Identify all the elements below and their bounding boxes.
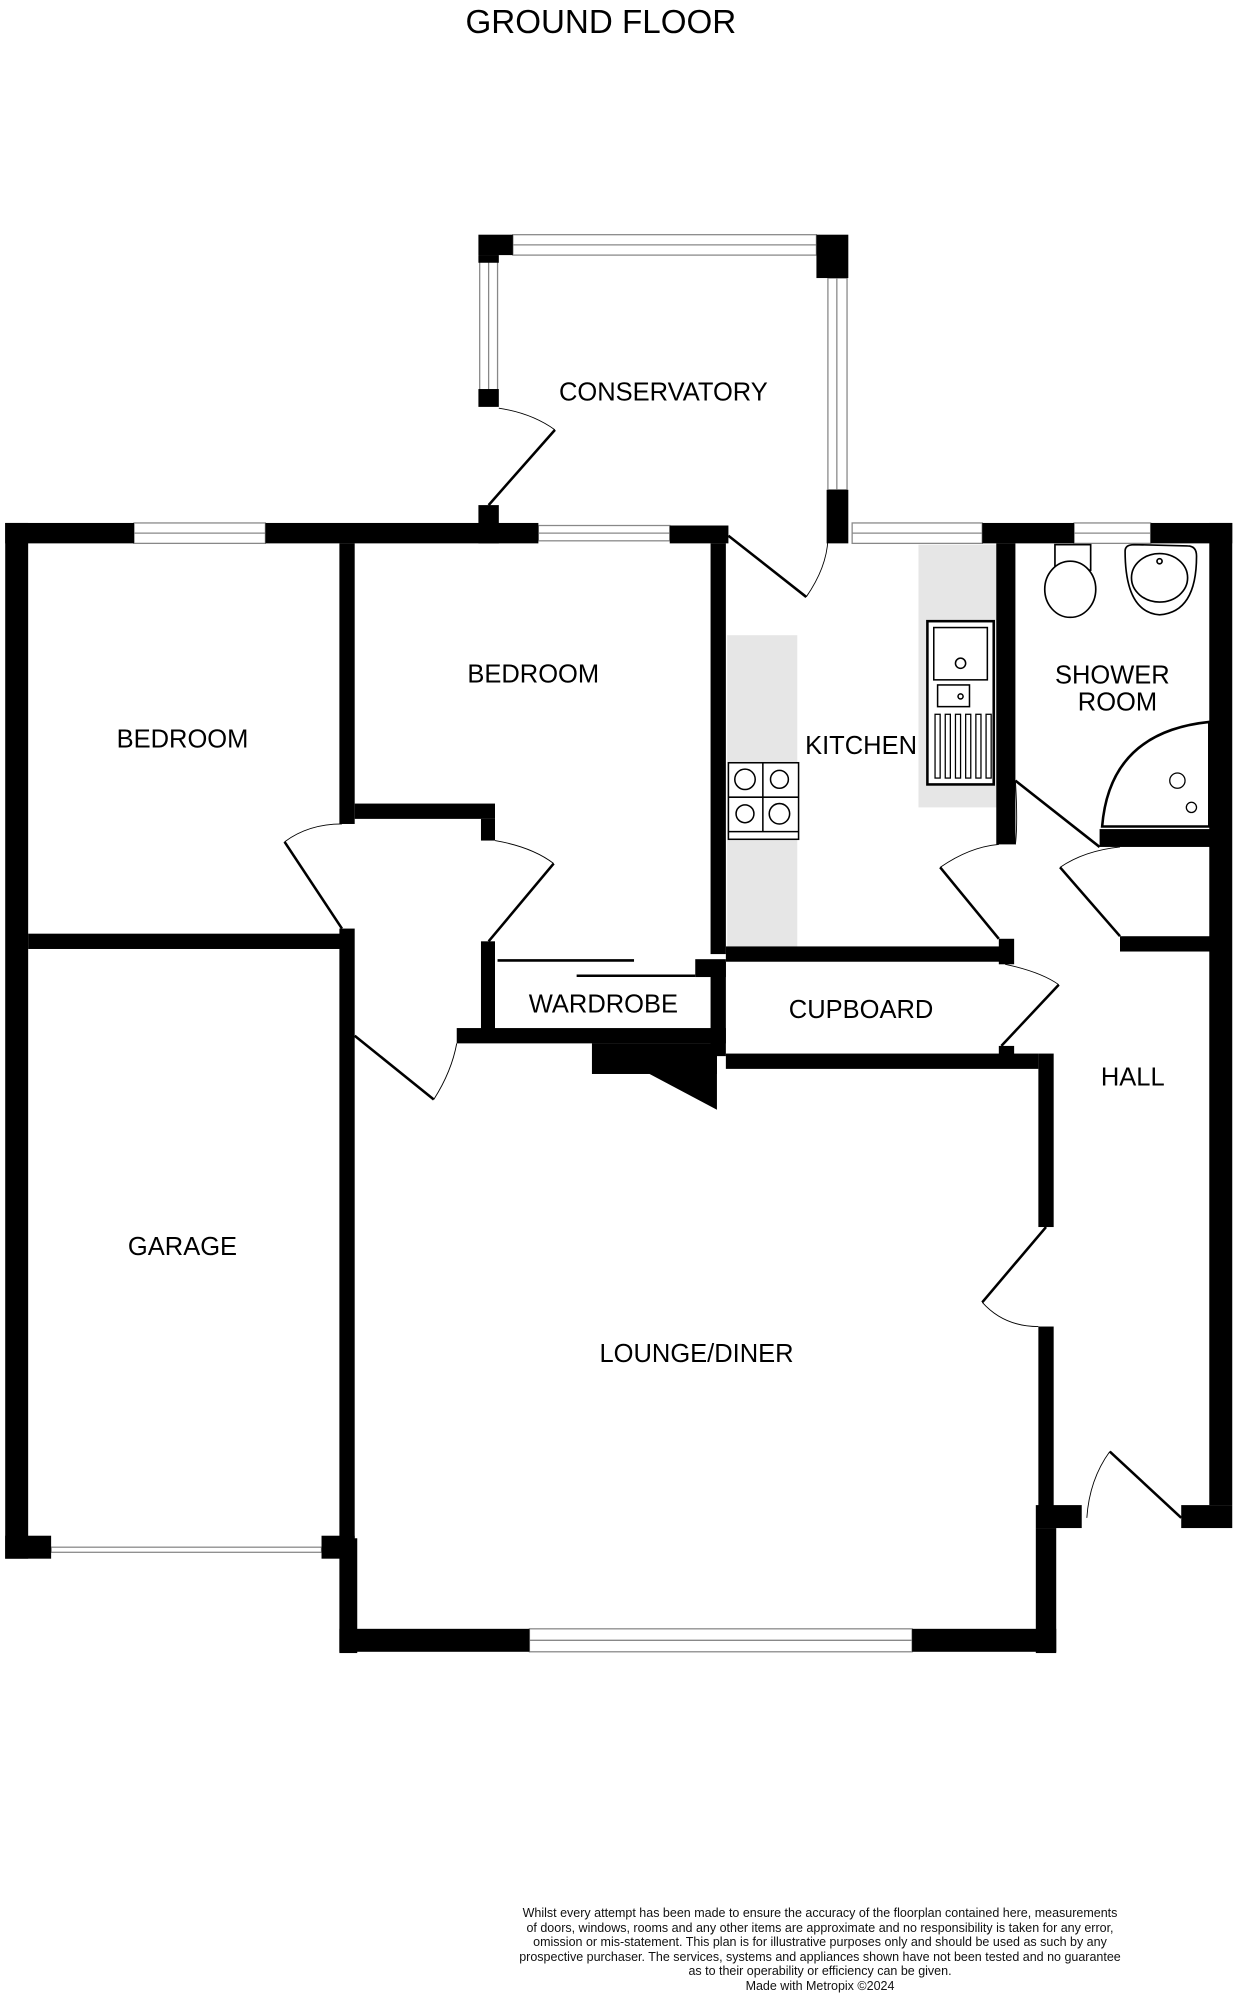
door-front (1086, 1450, 1183, 1519)
door-kitchen-conservatory (727, 534, 829, 598)
disclaimer-line: prospective purchaser. The services, sys… (519, 1949, 1121, 1964)
label-bedroom-middle: BEDROOM (467, 660, 599, 688)
disclaimer-line: omission or mis-statement. This plan is … (533, 1935, 1107, 1949)
label-kitchen: KITCHEN (805, 732, 917, 760)
toilet-icon (1043, 543, 1097, 619)
disclaimer-line: of doors, windows, rooms and any other i… (526, 1920, 1114, 1935)
washbasin-icon (1124, 543, 1198, 616)
sink-icon (926, 619, 995, 786)
door-hall-cupboard (1059, 846, 1121, 938)
disclaimer-line: Whilst every attempt has been made to en… (522, 1906, 1118, 1920)
label-bedroom-left: BEDROOM (117, 725, 249, 753)
walls (5, 234, 1233, 1654)
hob-icon (727, 761, 800, 841)
label-shower-room-1: SHOWER (1055, 662, 1170, 690)
door-shower-room (1014, 779, 1101, 848)
room-labels: CONSERVATORY BEDROOM BEDROOM KITCHEN SHO… (117, 379, 1170, 1369)
label-wardrobe: WARDROBE (529, 991, 678, 1019)
label-cupboard: CUPBOARD (789, 996, 934, 1024)
disclaimer: Whilst every attempt has been made to en… (470, 1906, 1170, 1993)
label-conservatory: CONSERVATORY (559, 379, 768, 407)
door-bedroom-left (283, 823, 344, 930)
door-lounge (353, 1034, 458, 1101)
door-cupboard (1000, 963, 1060, 1047)
label-lounge-diner: LOUNGE/DINER (599, 1340, 793, 1368)
door-kitchen-hall (939, 843, 1000, 940)
wardrobe-sliding-doors[interactable] (497, 959, 696, 978)
door-bedroom-middle (487, 840, 555, 943)
disclaimer-line: as to their operability or efficiency ca… (688, 1964, 952, 1978)
label-shower-room-2: ROOM (1078, 688, 1157, 716)
doors[interactable] (283, 407, 1183, 1519)
shower-tray-icon (1100, 720, 1211, 828)
credit: Made with Metropix ©2024 (745, 1978, 895, 1993)
label-garage: GARAGE (128, 1233, 237, 1261)
floor-title: GROUND FLOOR (465, 4, 736, 41)
label-hall: HALL (1101, 1063, 1165, 1091)
door-lounge-hall (981, 1226, 1047, 1327)
door-conservatory-outer (487, 407, 556, 506)
